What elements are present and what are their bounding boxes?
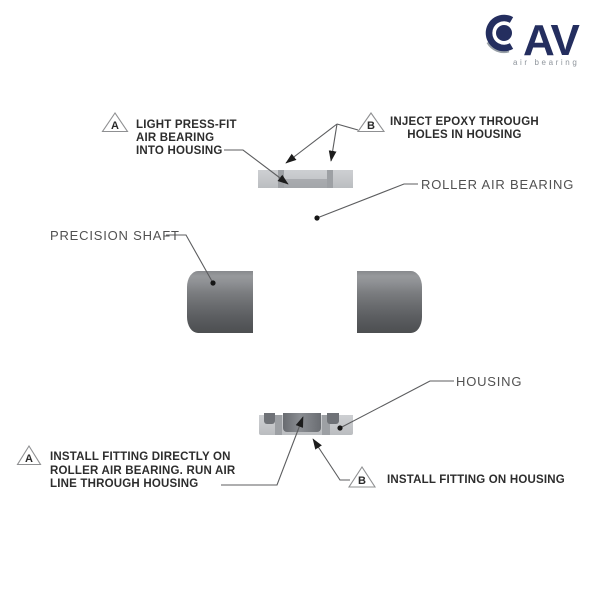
label-precision-shaft: PRECISION SHAFT (50, 228, 180, 243)
leader-roller (316, 183, 418, 219)
marker-letter-b-top: B (367, 120, 375, 132)
logo-swoosh-navy-icon (485, 14, 514, 52)
leader-shaft-dot (210, 280, 216, 286)
roller-rib-end-left (264, 413, 275, 424)
housing-bottom-slot-left (275, 415, 282, 435)
leader-roller-dot (314, 215, 320, 221)
callout-epoxy: INJECT EPOXY THROUGH HOLES IN HOUSING (390, 116, 539, 142)
callout-fitting-bearing: INSTALL FITTING DIRECTLY ON ROLLER AIR B… (50, 451, 235, 492)
callout-fitting-housing: INSTALL FITTING ON HOUSING (387, 474, 565, 487)
precision-shaft-left (187, 271, 253, 333)
callout-line: INJECT EPOXY THROUGH (390, 116, 539, 128)
logo-tagline: air bearing (513, 58, 579, 67)
callout-press-fit: LIGHT PRESS-FIT AIR BEARING INTO HOUSING (136, 119, 237, 158)
callout-line: LINE THROUGH HOUSING (50, 478, 199, 490)
leader-housing-dot (337, 425, 343, 431)
marker-letter-a-bottom: A (25, 453, 33, 465)
callout-line: INTO HOUSING (136, 145, 223, 157)
precision-shaft-right (357, 271, 422, 333)
logo-brand-text: AV (523, 16, 581, 65)
housing-translucency (284, 179, 327, 188)
leader-fitting-bearing (221, 416, 304, 486)
marker-triangle-b-bottom (347, 465, 377, 488)
logo-dot-icon (496, 25, 512, 41)
leader-shaft (166, 234, 214, 284)
marker-triangle-a-top (101, 112, 129, 133)
housing-bottom-slot-right (322, 415, 330, 435)
marker-letter-b-bottom: B (358, 475, 366, 487)
callout-line: AIR BEARING (136, 132, 215, 144)
oav-logo: AV air bearing (485, 14, 582, 67)
leader-epoxy-stem (336, 123, 359, 131)
callout-line: LIGHT PRESS-FIT (136, 119, 237, 131)
label-roller-air-bearing: ROLLER AIR BEARING (421, 177, 575, 192)
roller-rib-end-right (327, 413, 339, 424)
leader-epoxy-right (328, 123, 338, 162)
epoxy-hole-right (327, 170, 333, 188)
leader-fitting-housing (312, 438, 350, 481)
label-housing: HOUSING (456, 374, 523, 389)
marker-triangle-a-bottom (16, 444, 42, 466)
leader-press-fit (224, 149, 289, 185)
marker-triangle-b-top (356, 112, 386, 133)
callout-line: HOLES IN HOUSING (407, 129, 522, 141)
leader-housing (339, 380, 454, 429)
callout-line: INSTALL FITTING ON HOUSING (387, 474, 565, 486)
callout-line: INSTALL FITTING DIRECTLY ON (50, 451, 231, 463)
marker-letter-a-top: A (111, 120, 119, 132)
leader-epoxy-left (285, 123, 338, 164)
callout-line: ROLLER AIR BEARING. RUN AIR (50, 464, 236, 477)
